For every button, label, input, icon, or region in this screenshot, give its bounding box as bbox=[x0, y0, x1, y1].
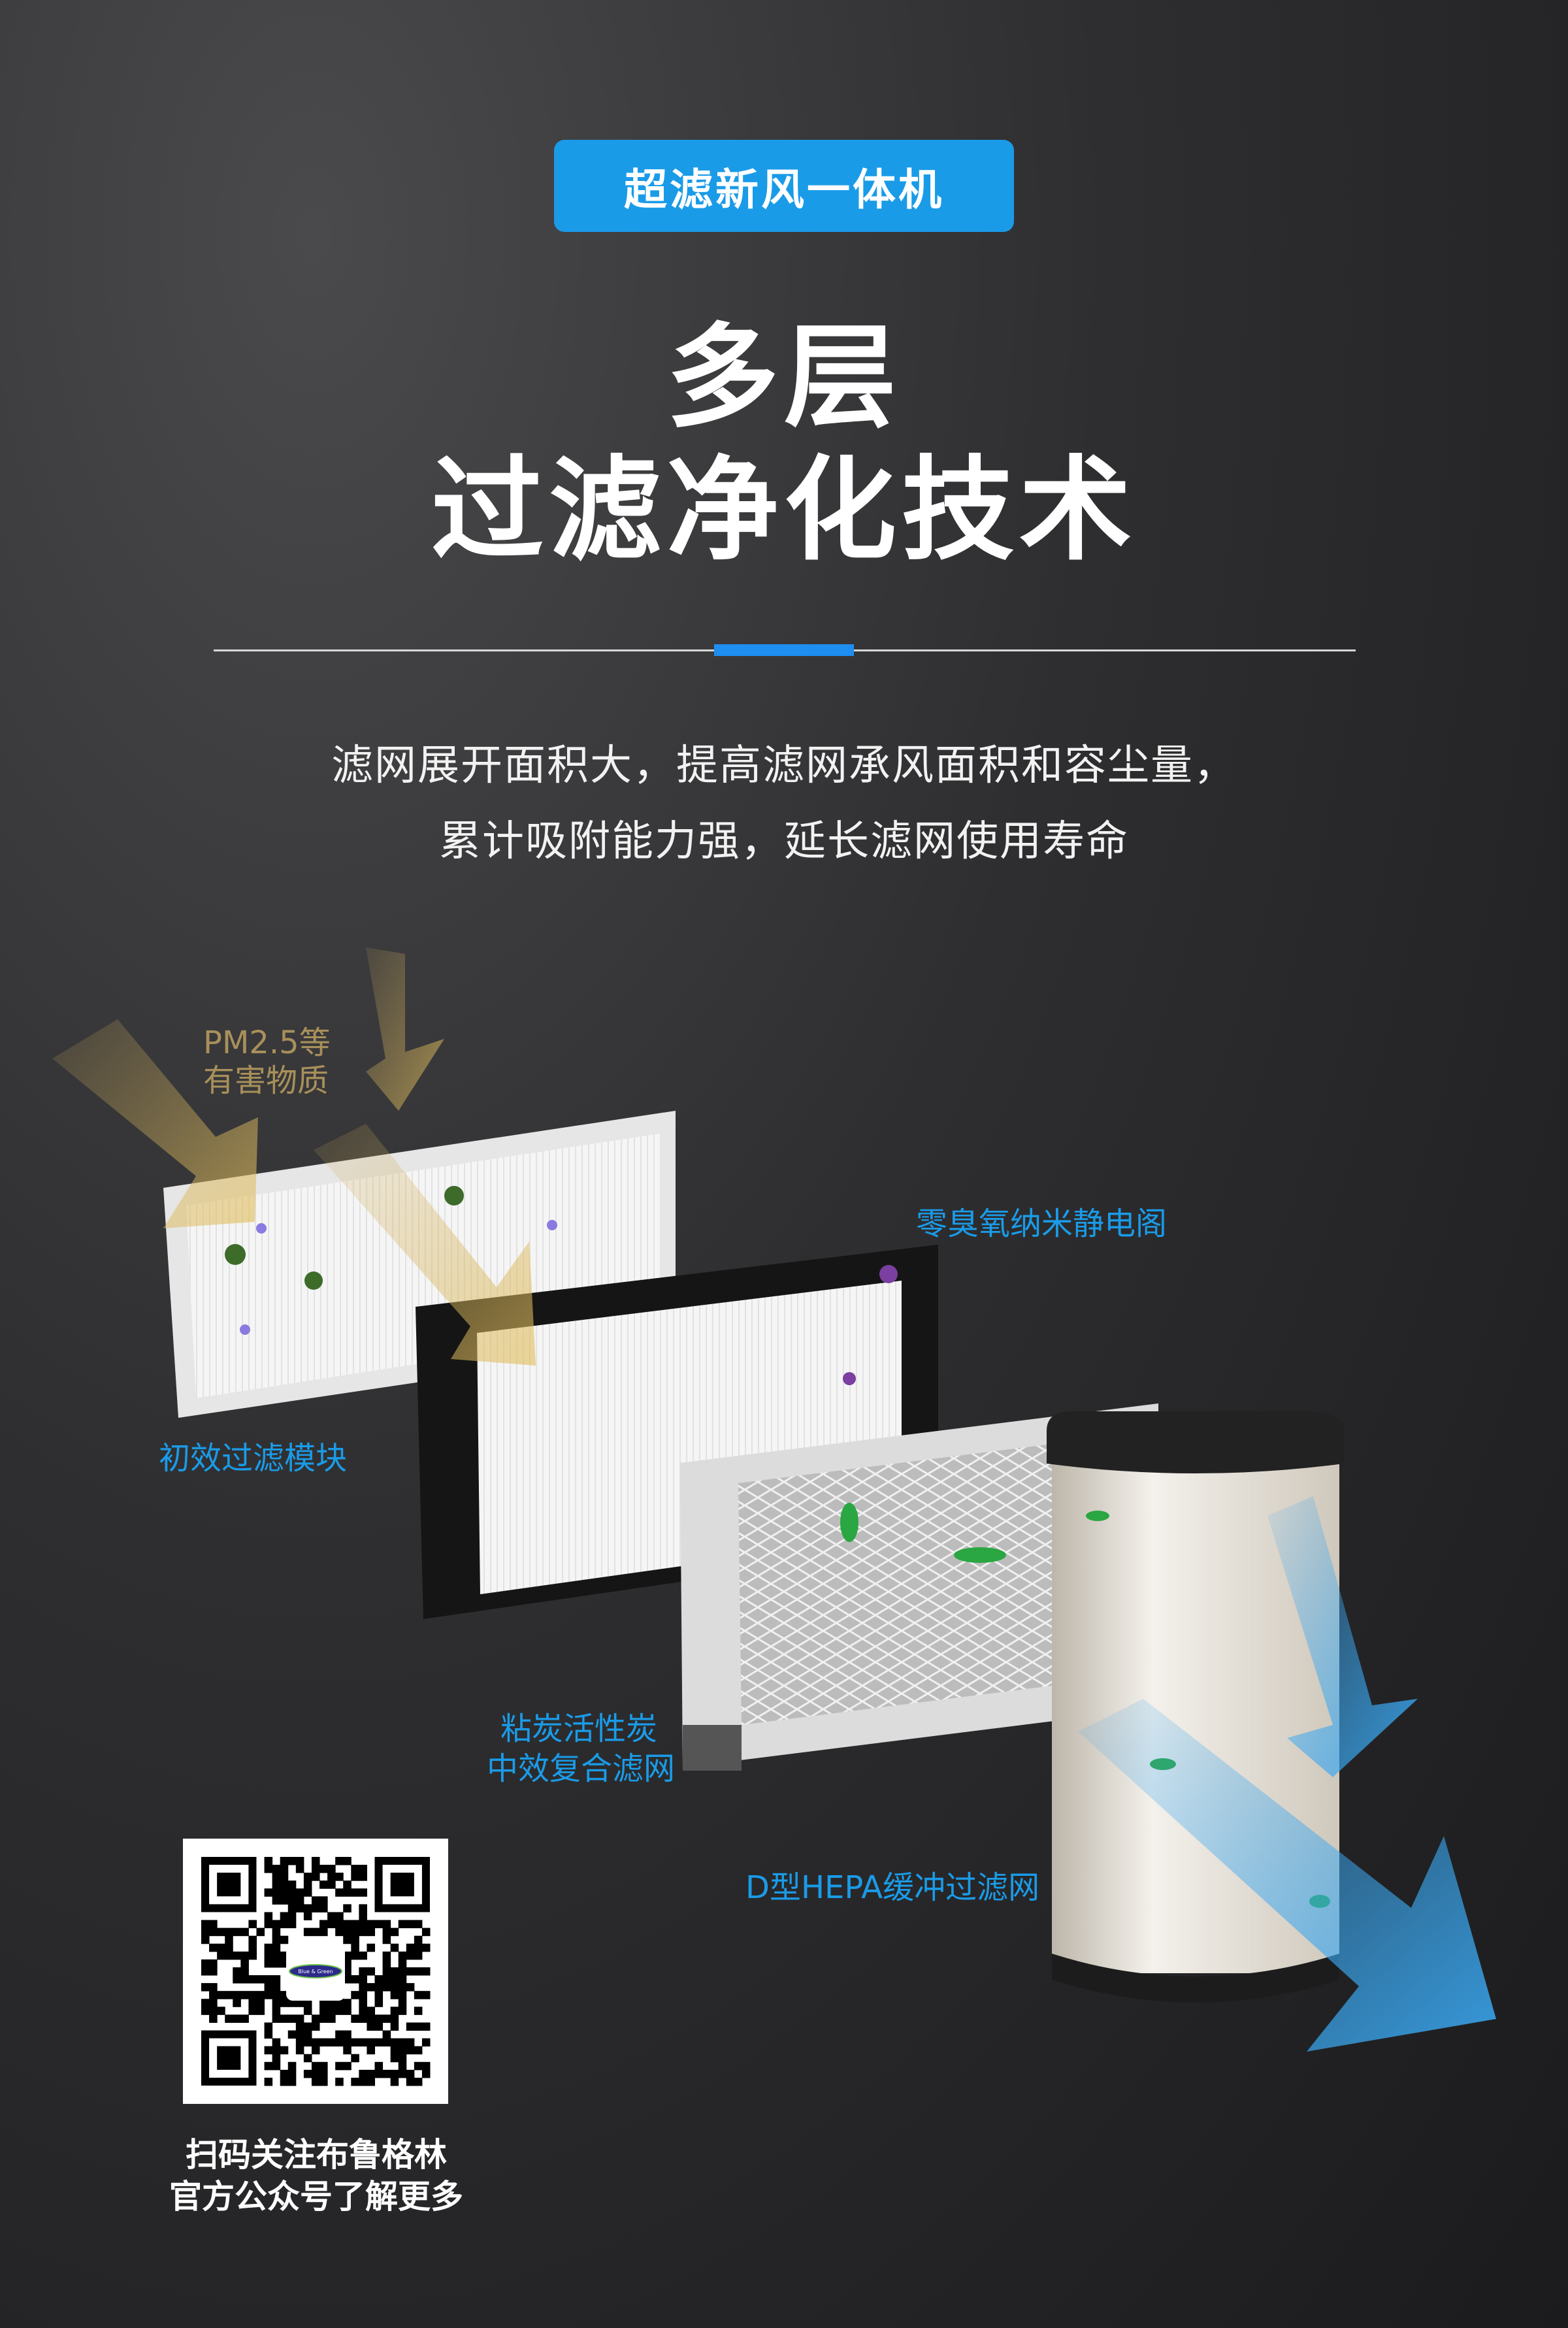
germ-icon bbox=[843, 1372, 856, 1385]
pollutant-label-line2: 有害物质 bbox=[203, 1062, 329, 1099]
pollutant-label-line1: PM2.5等 bbox=[203, 1025, 331, 1061]
page-title-line1: 多层 bbox=[666, 312, 902, 443]
germ-icon bbox=[256, 1223, 267, 1234]
carbon-filter-label-line2: 中效复合滤网 bbox=[487, 1750, 676, 1787]
qr-code[interactable]: Blue & Green bbox=[183, 1839, 448, 2104]
germ-icon bbox=[304, 1271, 323, 1290]
page-title-line2: 过滤净化技术 bbox=[431, 444, 1137, 576]
leaf-icon bbox=[954, 1547, 1006, 1563]
divider-accent bbox=[714, 644, 854, 656]
clean-air-arrows bbox=[1078, 1496, 1496, 2052]
germ-icon bbox=[444, 1186, 464, 1205]
description-line1: 滤网展开面积大，提高滤网承风面积和容尘量， bbox=[331, 742, 1237, 790]
pollutant-arrows bbox=[52, 947, 536, 1366]
germ-icon bbox=[240, 1324, 250, 1335]
description-line2: 累计吸附能力强，延长滤网使用寿命 bbox=[439, 817, 1129, 866]
leaf-icon bbox=[840, 1503, 858, 1542]
qr-code-pattern: Blue & Green bbox=[201, 1857, 431, 2086]
qr-caption-line1: 扫码关注布鲁格林 bbox=[186, 2136, 447, 2174]
carbon-filter-label-line1: 粘炭活性炭 bbox=[500, 1711, 658, 1747]
germ-icon bbox=[879, 1265, 898, 1283]
germ-icon bbox=[547, 1220, 557, 1230]
primary-filter-label: 初效过滤模块 bbox=[159, 1440, 348, 1477]
electrostatic-label: 零臭氧纳米静电阁 bbox=[916, 1205, 1168, 1242]
germ-icon bbox=[225, 1244, 246, 1265]
qr-caption-line2: 官方公众号了解更多 bbox=[169, 2178, 463, 2216]
product-badge: 超滤新风一体机 bbox=[554, 140, 1014, 232]
hepa-filter-label: D型HEPA缓冲过滤网 bbox=[745, 1869, 1040, 1906]
svg-text:Blue & Green: Blue & Green bbox=[298, 1969, 333, 1975]
leaf-icon bbox=[1086, 1511, 1109, 1521]
carbon-filter bbox=[680, 1403, 1158, 1771]
